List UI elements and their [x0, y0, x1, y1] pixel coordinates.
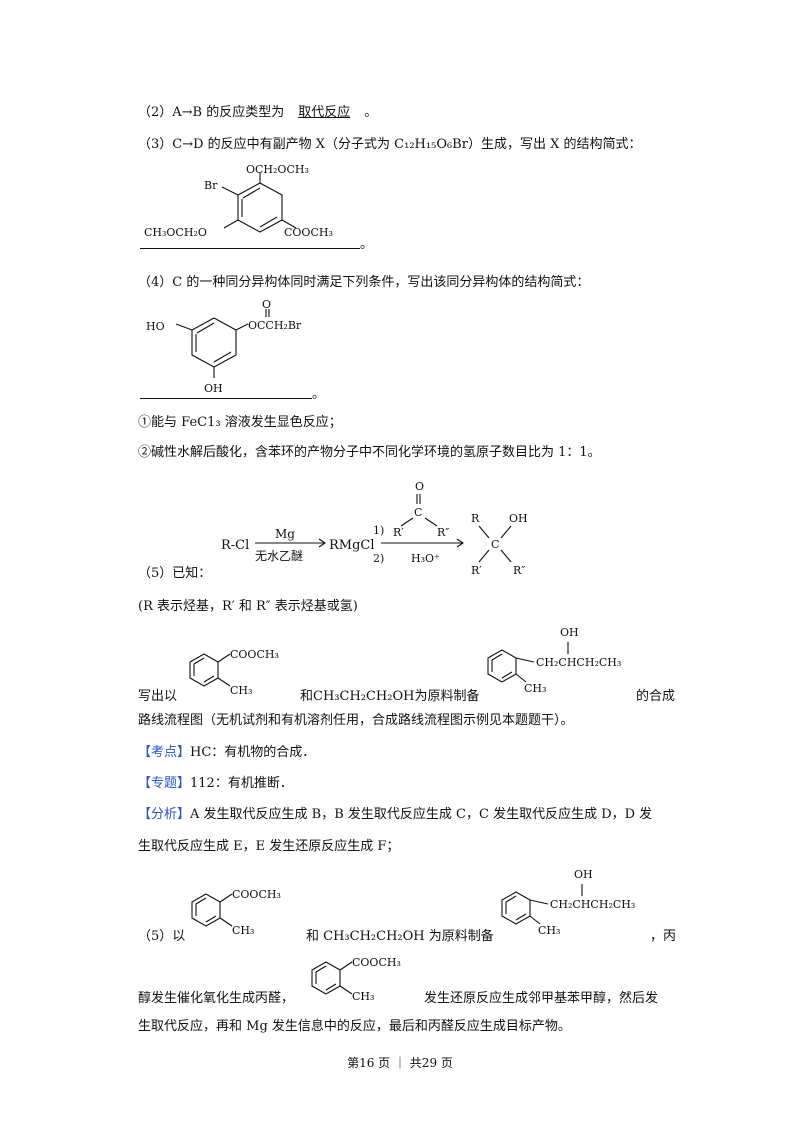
q2-suffix: 。: [364, 105, 378, 120]
ana5-intermediate-ch3: CH₃: [352, 990, 374, 1003]
fenxi-text1: A 发生取代反应生成 B，B 发生取代反应生成 C，C 发生取代反应生成 D，D…: [190, 807, 653, 822]
zhuanti-text: 112：有机推断．: [190, 776, 293, 791]
q4-mol-o: O: [262, 300, 271, 311]
q5-target-oh: OH: [560, 626, 579, 639]
q3-structure: OCH₂OCH₃ Br CH₃OCH₂O COOCH₃: [144, 165, 333, 239]
q5-line1-b: 和CH₃CH₂CH₂OH为原料制备: [300, 689, 480, 704]
ana5-e: 发生还原反应生成邻甲基苯甲醇，然后发: [424, 991, 659, 1006]
zhuanti-label: 【专题】: [138, 776, 191, 791]
q3-answer-line: [140, 248, 360, 249]
ana5-a: （5）以: [138, 929, 186, 944]
kaodian-text: HC：有机物的合成．: [190, 745, 316, 760]
q5-reactant-ester: COOCH₃: [230, 648, 279, 661]
q3-mol-ocm-top: OCH₂OCH₃: [246, 165, 309, 176]
scheme-product-oh: OH: [509, 512, 528, 525]
scheme-carbonyl-c: C: [414, 506, 422, 519]
q3-mol-ocm-left: CH₃OCH₂O: [144, 226, 207, 239]
q4-end: 。: [312, 387, 326, 402]
ana5-f: 生取代反应，再和 Mg 发生信息中的反应，最后和丙醛反应生成目标产物。: [138, 1019, 571, 1034]
scheme-carbonyl-r2: R″: [437, 526, 449, 539]
scheme-product-r1: R′: [471, 564, 482, 577]
q4-condition-2: ②碱性水解后酸化，含苯环的产物分子中不同化学环境的氢原子数目比为 1：1。: [138, 445, 601, 460]
ana5-reactant-ester: COOCH₃: [232, 888, 281, 901]
q2-prefix: （2）A→B 的反应类型为: [138, 105, 285, 120]
q4-text: （4）C 的一种同分异构体同时满足下列条件，写出该同分异构体的结构简式：: [138, 275, 590, 290]
q4-condition-1: ①能与 FeC1₃ 溶液发生显色反应；: [138, 415, 342, 430]
q4-structure: HO O OCCH₂Br OH: [146, 300, 302, 395]
scheme-rcl: R-Cl: [221, 538, 249, 553]
q2-answer: 取代反应: [298, 105, 351, 120]
ana5-c: ，丙: [650, 929, 677, 944]
q5-line1-c: 的合成: [636, 689, 676, 704]
fenxi: 【分析】A 发生取代反应生成 B，B 发生取代反应生成 C，C 发生取代反应生成…: [138, 806, 652, 824]
q5-reactant-structure: COOCH₃ CH₃: [189, 648, 279, 697]
ana5-target-ch3: CH₃: [538, 924, 560, 937]
scheme-rmgcl: RMgCl: [329, 538, 375, 553]
ana5-d: 醇发生催化氧化生成丙醛，: [138, 991, 295, 1006]
q4-mol-ho: HO: [146, 320, 165, 333]
zhuanti: 【专题】112：有机推断．: [138, 775, 293, 793]
q3-mol-br: Br: [204, 179, 218, 192]
scheme-carbonyl-o: O: [415, 480, 424, 493]
scheme-mg: Mg: [275, 527, 295, 541]
ana5-reactant-ch3: CH₃: [232, 924, 254, 937]
scheme-product-r: R: [471, 512, 480, 525]
q5-line1-a: 写出以: [138, 689, 178, 704]
page-footer: 第16 页 ｜ 共29 页: [347, 1056, 453, 1070]
q5-label: （5）已知：: [138, 566, 212, 581]
ana5-reactant-structure: COOCH₃ CH₃: [191, 888, 281, 937]
q3-mol-ester: COOCH₃: [284, 226, 333, 239]
ana5-target-structure: OH CH₂CHCH₂CH₃ CH₃: [501, 868, 635, 937]
q5-target-chain: CH₂CHCH₂CH₃: [536, 656, 621, 669]
scheme-product-c: C: [491, 538, 499, 551]
ana5-target-chain: CH₂CHCH₂CH₃: [550, 898, 635, 911]
ana5-b: 和 CH₃CH₂CH₂OH 为原料制备: [306, 929, 494, 944]
q5-target-ch3: CH₃: [524, 682, 546, 695]
q5-reactant-ch3: CH₃: [230, 684, 252, 697]
q5-line2: 路线流程图（无机试剂和有机溶剂任用，合成路线流程图示例见本题题干）。: [138, 713, 574, 728]
scheme-step2: 2): [373, 552, 384, 565]
fenxi-label: 【分析】: [138, 807, 191, 822]
q2-line: （2）A→B 的反应类型为取代反应。: [138, 104, 377, 122]
scheme-carbonyl-r1: R′: [393, 526, 404, 539]
q4-mol-oh: OH: [204, 382, 223, 395]
ana5-intermediate-structure: COOCH₃ CH₃: [311, 956, 401, 1003]
scheme-solvent: 无水乙醚: [255, 549, 303, 563]
ana5-intermediate-ester: COOCH₃: [352, 956, 401, 969]
fenxi-text2: 生取代反应生成 E，E 发生还原反应生成 F；: [138, 839, 400, 854]
q4-answer-line: [140, 398, 312, 399]
q3-end: 。: [360, 237, 374, 252]
q5-note: (R 表示烃基，R′ 和 R″ 表示烃基或氢): [138, 599, 358, 614]
q3-text: （3）C→D 的反应中有副产物 X（分子式为 C₁₂H₁₅O₆Br）生成，写出 …: [138, 137, 642, 152]
kaodian: 【考点】HC：有机物的合成．: [138, 744, 315, 762]
scheme-product-r2: R″: [513, 564, 525, 577]
q5-target-structure: OH CH₂CHCH₂CH₃ CH₃: [487, 626, 621, 695]
scheme-h3o: H₃O⁺: [411, 552, 440, 565]
q5-reaction-scheme: R-Cl Mg 无水乙醚 RMgCl 1) 2) O C R′ R″ H₃O⁺ …: [221, 480, 528, 577]
kaodian-label: 【考点】: [138, 745, 191, 760]
ana5-target-oh: OH: [574, 868, 593, 881]
q4-mol-chain: OCCH₂Br: [248, 319, 302, 332]
scheme-step1: 1): [373, 524, 384, 537]
